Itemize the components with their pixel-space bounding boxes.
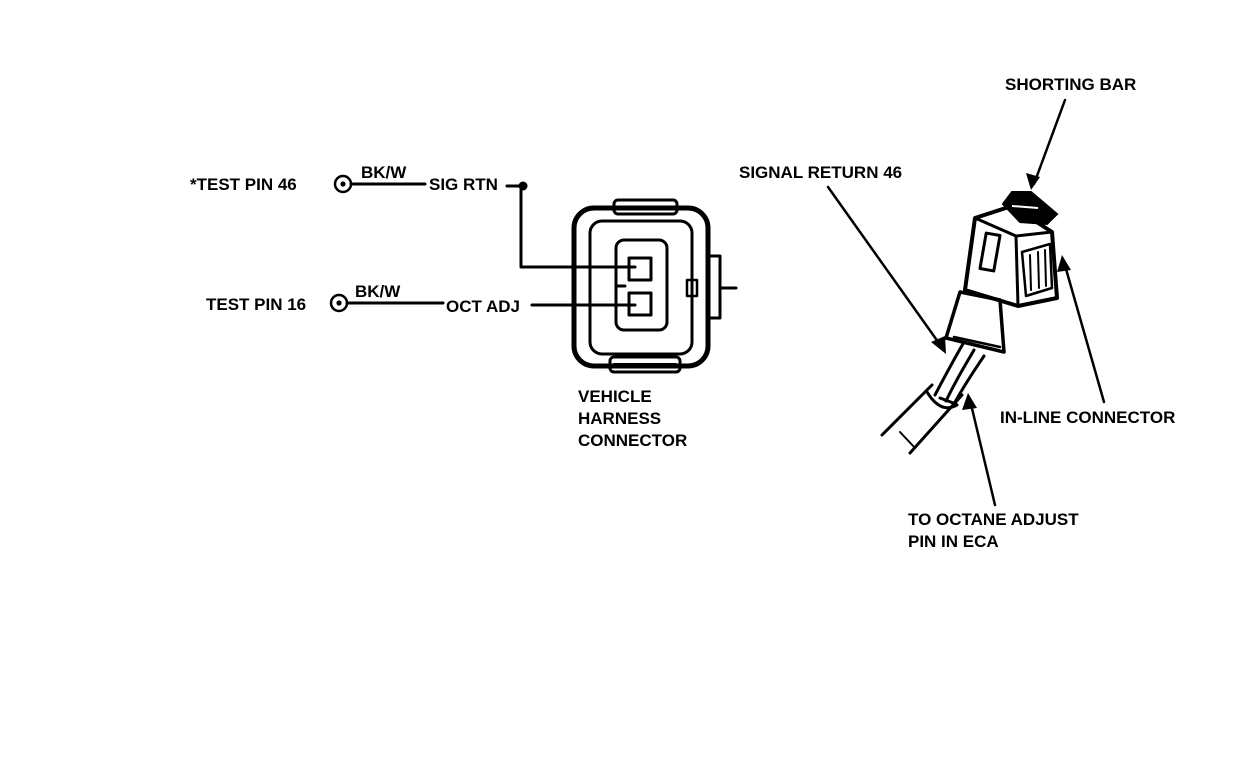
harness-caption-line-3: CONNECTOR bbox=[578, 431, 687, 450]
in-line-connector-arrowhead-icon bbox=[1057, 255, 1071, 272]
pin-46-wire-color: BK/W bbox=[361, 163, 407, 182]
harness-caption-line-2: HARNESS bbox=[578, 409, 661, 428]
signal-return-arrowhead-icon bbox=[931, 336, 946, 354]
sig-rtn-label: SIG RTN bbox=[429, 175, 498, 194]
in-line-connector-leader bbox=[1062, 260, 1106, 404]
oct-adj-label: OCT ADJ bbox=[446, 297, 520, 316]
test-pin-16-row: TEST PIN 16 BK/W OCT ADJ bbox=[206, 282, 637, 316]
test-pin-46-terminal-icon bbox=[333, 174, 353, 194]
vehicle-harness-connector-drawing bbox=[571, 198, 738, 374]
shorting-bar-label: SHORTING BAR bbox=[1005, 75, 1136, 94]
sig-rtn-junction-dot bbox=[518, 181, 528, 191]
octane-adjust-label-line-1: TO OCTANE ADJUST bbox=[908, 510, 1079, 529]
signal-return-label: SIGNAL RETURN 46 bbox=[739, 163, 902, 182]
octane-adjust-label-line-2: PIN IN ECA bbox=[908, 532, 999, 551]
sig-rtn-wire-to-connector bbox=[519, 188, 637, 269]
octane-adjust-leader bbox=[968, 398, 997, 507]
test-pin-46-label: *TEST PIN 46 bbox=[190, 175, 297, 194]
signal-return-leader bbox=[826, 185, 943, 348]
vehicle-harness-connector-caption: VEHICLE HARNESS CONNECTOR bbox=[578, 387, 687, 450]
leader-arrows bbox=[826, 98, 1106, 507]
test-pin-16-label: TEST PIN 16 bbox=[206, 295, 306, 314]
harness-caption-line-1: VEHICLE bbox=[578, 387, 652, 406]
test-pin-46-row: *TEST PIN 46 BK/W SIG RTN bbox=[190, 163, 637, 269]
shorting-bar-leader bbox=[1032, 98, 1067, 186]
in-line-connector-drawing bbox=[880, 191, 1059, 455]
shorting-bar-arrowhead-icon bbox=[1026, 173, 1040, 190]
octane-adjust-arrowhead-icon bbox=[962, 393, 977, 410]
test-pin-16-terminal-icon bbox=[329, 293, 349, 313]
in-line-connector-label: IN-LINE CONNECTOR bbox=[1000, 408, 1175, 427]
pin-16-wire-color: BK/W bbox=[355, 282, 401, 301]
